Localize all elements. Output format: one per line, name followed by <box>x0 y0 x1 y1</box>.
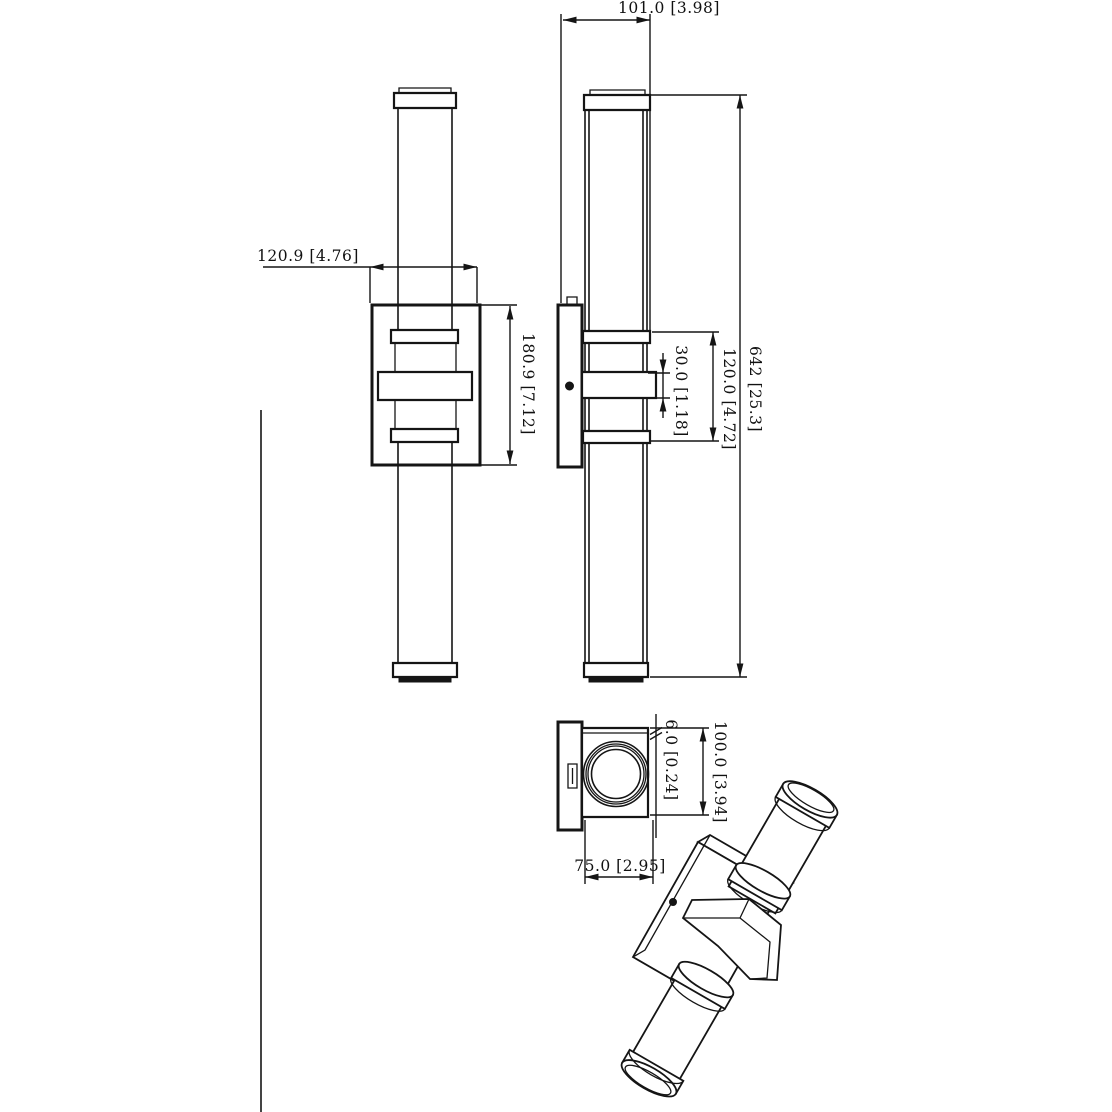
dimension-label-edge-gap: 6.0 [0.24] <box>662 719 680 800</box>
dimension-label-collar-thickness: 30.0 [1.18] <box>672 345 690 437</box>
dimension-label-collar-width: 100.0 [3.94] <box>711 721 729 823</box>
iso-bottom-cap-upper-arc <box>624 1050 683 1091</box>
isometric-view <box>617 774 843 1103</box>
side-view <box>558 90 656 682</box>
dimension-label-backplate-height: 180.9 [7.12] <box>519 333 537 435</box>
front-bottom-cap-rim <box>399 677 451 682</box>
bottom-tube-circle-3 <box>588 746 644 802</box>
front-collar-block <box>378 372 472 400</box>
dim-ext-backplate-width <box>370 267 477 303</box>
bottom-tube-circle-outer <box>584 742 649 807</box>
dimension-label-collar-depth: 75.0 [2.95] <box>574 857 666 875</box>
side-top-cap-rim <box>590 90 645 95</box>
iso-lower-ring-bottom-arc <box>666 978 725 1018</box>
side-screw-hole <box>566 382 574 390</box>
side-top-cap <box>584 95 650 110</box>
iso-backplate-side-edge <box>633 835 710 957</box>
dimension-label-overall-height: 642 [25.3] <box>746 346 764 432</box>
iso-top-cap-face-inner <box>784 778 837 818</box>
front-top-cap-rim <box>399 88 451 93</box>
iso-collar-frame-edges <box>683 899 770 979</box>
front-lower-ring <box>391 429 458 442</box>
bottom-view <box>558 722 649 830</box>
side-upper-ring <box>583 331 650 343</box>
side-mount-tab <box>567 297 577 305</box>
bottom-tube-circle-2 <box>586 744 646 804</box>
side-bottom-cap <box>584 663 648 677</box>
dimension-label-backplate-width: 120.9 [4.76] <box>257 247 359 265</box>
iso-lower-ring-top <box>674 955 738 1003</box>
iso-upper-tube <box>723 774 842 918</box>
front-view-dimensions: 120.9 [4.76] 180.9 [7.12] <box>257 247 537 465</box>
bottom-keyhole-slot <box>568 764 577 788</box>
front-bottom-cap <box>393 663 457 677</box>
dimension-label-center-section: 120.0 [4.72] <box>720 348 738 450</box>
iso-top-cap-lower-arc <box>770 797 829 838</box>
front-view <box>372 88 480 682</box>
dimension-label-depth-top: 101.0 [3.98] <box>618 0 720 17</box>
dim-ext-backplate-height <box>452 305 517 465</box>
dim-ext-collar-width <box>650 728 709 815</box>
bottom-backplate-edge <box>558 722 582 830</box>
iso-bottom-cap-face-inner <box>621 1060 674 1100</box>
side-view-dimensions: 101.0 [3.98] 642 [25.3] 120.0 [4.72] 30.… <box>561 0 764 677</box>
dim-ext-depth-top <box>561 14 650 330</box>
dim-ext-center-section <box>651 332 719 441</box>
bottom-tube-circle-inner <box>592 750 641 799</box>
side-collar-arm <box>582 372 656 398</box>
iso-collar-frame <box>683 899 781 980</box>
bottom-view-dimensions: 6.0 [0.24] 100.0 [3.94] 75.0 [2.95] <box>574 714 729 884</box>
iso-screw-hole <box>670 899 677 906</box>
iso-bottom-cap-face <box>617 1053 682 1103</box>
iso-lower-tube <box>617 955 738 1103</box>
front-top-cap <box>394 93 456 108</box>
iso-upper-ring-top <box>731 857 795 905</box>
front-tube-through-plate <box>398 305 452 465</box>
dim-ext-overall-height <box>641 95 747 677</box>
iso-top-cap-face <box>778 774 843 824</box>
side-lower-ring <box>583 431 650 443</box>
dim-ext-collar-depth <box>585 820 653 884</box>
side-bottom-cap-rim <box>589 677 643 682</box>
front-upper-ring <box>391 330 458 343</box>
